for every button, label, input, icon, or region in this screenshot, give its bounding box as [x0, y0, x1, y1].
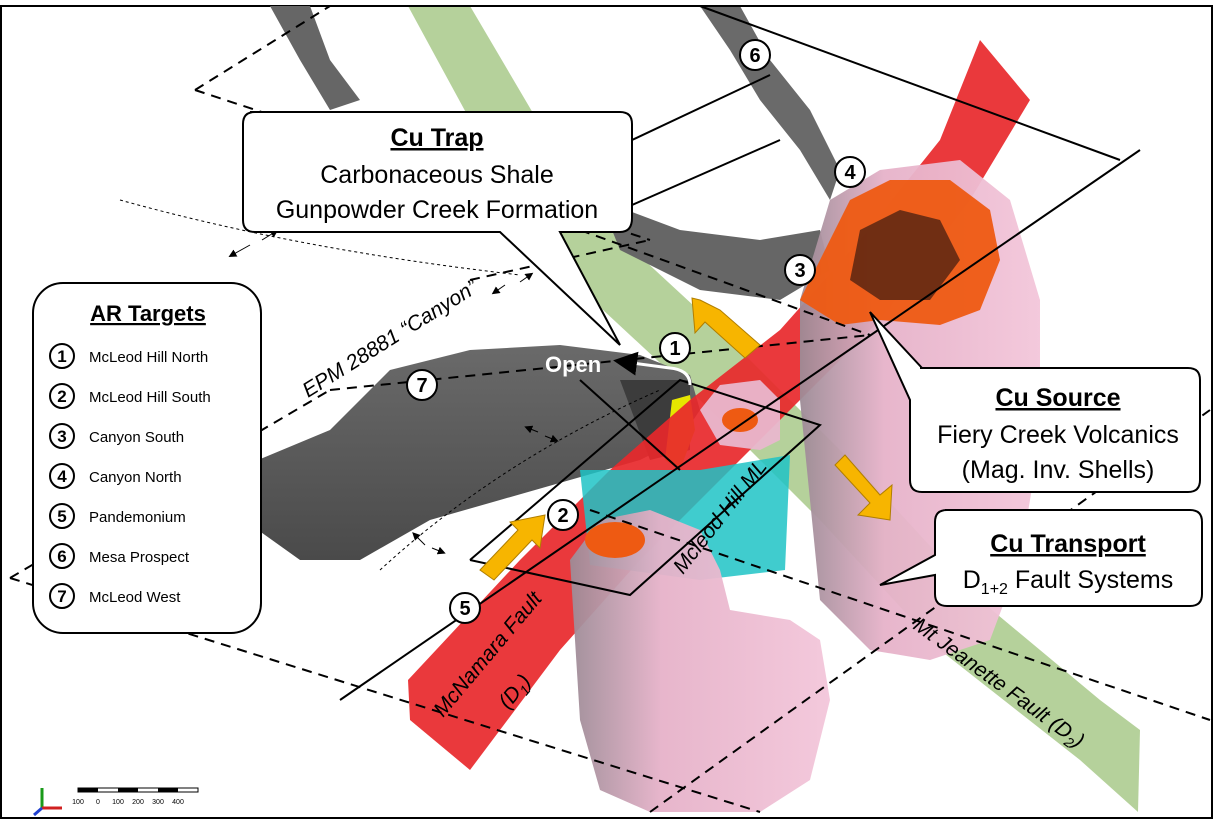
legend-number: 3: [57, 427, 66, 446]
legend-number: 5: [57, 507, 66, 526]
cu-trap-line2: Gunpowder Creek Formation: [276, 196, 598, 224]
svg-text:5: 5: [459, 598, 470, 620]
legend-number: 6: [57, 547, 66, 566]
fold-arrows: [228, 229, 559, 555]
open-label: Open: [545, 352, 601, 377]
callout-cu-source: Cu Source Fiery Creek Volcanics (Mag. In…: [869, 311, 1201, 493]
legend-number-badge: [49, 423, 75, 449]
legend-number: 4: [57, 467, 67, 486]
legend-label: McLeod West: [89, 589, 181, 606]
legend-item: 7 McLeod West: [49, 583, 181, 609]
scale-tick-label: 0: [96, 799, 100, 806]
svg-text:4: 4: [844, 162, 856, 184]
legend-item: 5 Pandemonium: [49, 503, 186, 529]
scale-tick-label: 300: [152, 799, 164, 806]
target-marker-4[interactable]: 4: [834, 156, 866, 188]
scale-tick-label: 100: [72, 799, 84, 806]
legend-item: 3 Canyon South: [49, 423, 184, 449]
svg-text:7: 7: [416, 375, 427, 397]
target-marker-5[interactable]: 5: [449, 592, 481, 624]
cu-trap-title: Cu Trap: [390, 124, 483, 152]
cu-source-line1: Fiery Creek Volcanics: [937, 421, 1179, 449]
scale-tick-label: 400: [172, 799, 184, 806]
cu-transport-title: Cu Transport: [990, 530, 1146, 558]
svg-text:3: 3: [794, 260, 805, 282]
cu-source-title: Cu Source: [995, 384, 1120, 412]
target-marker-3[interactable]: 3: [784, 254, 816, 286]
legend-item: 4 Canyon North: [49, 463, 182, 489]
axis-gizmo: [33, 788, 62, 817]
callout-cu-transport: Cu Transport D1+2 Fault Systems: [879, 509, 1203, 607]
fold-traces: [119, 199, 661, 571]
legend-label: Pandemonium: [89, 509, 186, 526]
scale-tick-label: 200: [132, 799, 144, 806]
transport-arrows: [479, 297, 893, 581]
mag-inv-shell-left: [570, 510, 830, 812]
legend-number: 1: [57, 347, 66, 366]
svg-text:1: 1: [669, 338, 680, 360]
gray-shale-ribbon-top: [270, 6, 360, 110]
legend-number-badge: [49, 543, 75, 569]
legend-title: AR Targets: [90, 301, 206, 326]
cu-trap-line1: Carbonaceous Shale: [320, 161, 554, 189]
scale-tick-label: 100: [112, 799, 124, 806]
legend-number: 2: [57, 387, 66, 406]
orange-shell-left: [585, 522, 645, 558]
legend-number-badge: [49, 583, 75, 609]
svg-text:6: 6: [749, 45, 760, 67]
legend-number-badge: [49, 383, 75, 409]
target-marker-6[interactable]: 6: [739, 39, 771, 71]
legend-number-badge: [49, 503, 75, 529]
orange-shell-middle: [722, 408, 758, 432]
target-markers: 1 2 3 4 5 6 7: [406, 39, 866, 624]
target-marker-7[interactable]: 7: [406, 369, 438, 401]
legend-label: McLeod Hill North: [89, 349, 208, 366]
callout-cu-trap: Cu Trap Carbonaceous Shale Gunpowder Cre…: [242, 74, 781, 346]
legend-number-badge: [49, 463, 75, 489]
legend-item: 2 McLeod Hill South: [49, 383, 211, 409]
legend-item: 6 Mesa Prospect: [49, 543, 190, 569]
legend-number-badge: [49, 343, 75, 369]
gray-shale-ribbon-middle: [600, 200, 830, 300]
legend-label: McLeod Hill South: [89, 389, 211, 406]
legend-label: Canyon North: [89, 469, 182, 486]
legend-item: 1 McLeod Hill North: [49, 343, 208, 369]
legend-label: Mesa Prospect: [89, 549, 190, 566]
legend-label: Canyon South: [89, 429, 184, 446]
gray-shale-ribbon-right: [700, 6, 840, 200]
open-arrow: [613, 351, 692, 386]
legend-number: 7: [57, 587, 66, 606]
svg-text:2: 2: [557, 505, 568, 527]
target-marker-1[interactable]: 1: [659, 332, 691, 364]
cu-source-line2: (Mag. Inv. Shells): [962, 456, 1155, 484]
ar-targets-legend: AR Targets 1 McLeod Hill North 2 McLeod Hil…: [32, 282, 262, 634]
cu-transport-line1: D1+2 Fault Systems: [963, 566, 1174, 598]
target-marker-2[interactable]: 2: [547, 499, 579, 531]
orange-shell-cavity: [850, 210, 960, 300]
scale-bar: 100 0 100 200 300 400: [72, 787, 199, 806]
gray-shale-body: [258, 345, 700, 560]
